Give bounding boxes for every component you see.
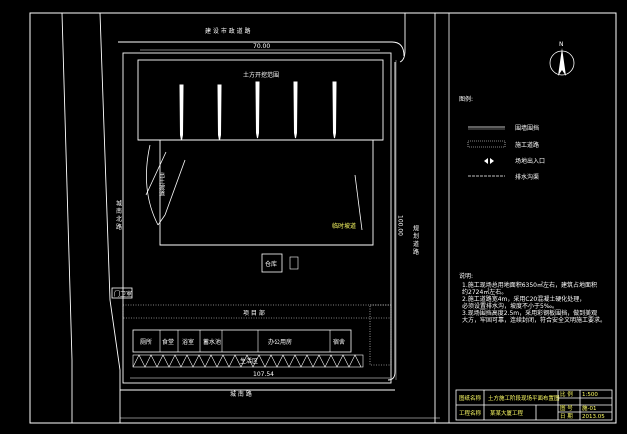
legend-item-drain: 排水沟渠 <box>515 173 539 181</box>
excavation-pit <box>137 59 384 246</box>
notes-line-5: 3.现场围挡高度2.5m，采用彩钢板围挡，做到美观 <box>462 309 597 317</box>
site-office-label: 项 目 部 <box>243 309 265 317</box>
label-water: 蓄水池 <box>203 338 221 346</box>
right-road <box>387 13 436 423</box>
label-office-row: 办公用房 <box>268 338 292 346</box>
title-block-cell-5: 2013.05 <box>582 414 605 420</box>
left-road <box>61 12 121 423</box>
title-block-cell-1: 1:500 <box>582 392 598 398</box>
living-area-label: 生活区 <box>240 357 258 365</box>
excavation-arrows <box>179 81 337 141</box>
gate-house <box>111 287 133 299</box>
title-block-cell-2: 图 号 <box>560 404 573 412</box>
right-ramp-label: 临时坡道 <box>332 222 356 230</box>
title-block-row1-value: 土方施工阶段现场平面布置图 <box>488 394 560 402</box>
storage-building <box>261 253 283 273</box>
title-block-cell-0: 比 例 <box>560 390 573 398</box>
label-dorm: 宿舍 <box>333 338 345 346</box>
dim-bottom-value: 107.54 <box>253 371 274 378</box>
title-block-cell-4: 日 期 <box>560 413 573 420</box>
legend-symbol-entrance-icon <box>484 158 494 164</box>
storage-label: 仓库 <box>265 260 277 268</box>
legend-symbol-road <box>467 140 506 148</box>
legend-item-entrance: 场地出入口 <box>515 157 545 165</box>
dim-right-value: 100.00 <box>397 215 404 236</box>
notes-line-1: 1.施工现场总用地面积6350㎡左右，建筑占地面积 <box>462 281 597 289</box>
living-area-truss <box>132 354 364 368</box>
drawing-frame <box>29 12 617 424</box>
legend-item-road: 施工道路 <box>515 141 539 149</box>
title-block <box>455 389 613 421</box>
top-road <box>118 41 405 57</box>
site-boundary <box>122 52 392 384</box>
label-toilet: 厕所 <box>140 338 152 346</box>
pit-label: 土方开挖范围 <box>243 71 279 79</box>
north-arrow-icon <box>549 48 575 76</box>
label-shower: 浴室 <box>182 338 194 346</box>
label-canteen: 食堂 <box>162 338 174 346</box>
title-block-row2-label: 工程名称 <box>459 409 482 417</box>
notes-line-3: 2.施工道路宽4m，采用C20混凝土硬化处理， <box>462 295 585 303</box>
left-ramp-label: 出土坡道 <box>158 171 165 197</box>
bottom-road <box>120 389 440 419</box>
notes-line-4: 必须设置排水沟，坡度不小于5‰。 <box>462 302 558 310</box>
bottom-road-label: 城 南 路 <box>230 390 252 398</box>
right-road-label: 规 划 道 路 <box>412 224 419 256</box>
right-ramp <box>354 174 363 231</box>
rebar-shed <box>289 256 299 270</box>
gate-label: 门卫室 <box>114 290 132 298</box>
title-block-cell-3: 施-01 <box>582 404 596 412</box>
north-label: N <box>559 41 564 48</box>
legend-item-fence: 围墙围挡 <box>515 124 539 132</box>
notes-line-6: 大方，牢固可靠，连续封闭，符合安全文明施工要求。 <box>462 316 606 324</box>
dim-top-value: 70.00 <box>253 43 270 50</box>
legend-heading: 图例: <box>459 95 473 103</box>
legend-symbol-fence <box>468 126 505 130</box>
notes-line-2: 约2724㎡左右。 <box>462 288 507 296</box>
notes-heading: 说明: <box>459 272 473 280</box>
construction-road-hatch <box>122 304 392 366</box>
title-block-row1-label: 图纸名称 <box>459 394 482 402</box>
left-ramp <box>145 144 186 226</box>
left-road-label: 城 南 北 路 <box>115 200 122 231</box>
top-road-label: 建 设 市 政 道 路 <box>205 27 251 35</box>
title-block-row2-value: 某某大厦工程 <box>490 409 524 417</box>
living-area <box>132 329 352 353</box>
